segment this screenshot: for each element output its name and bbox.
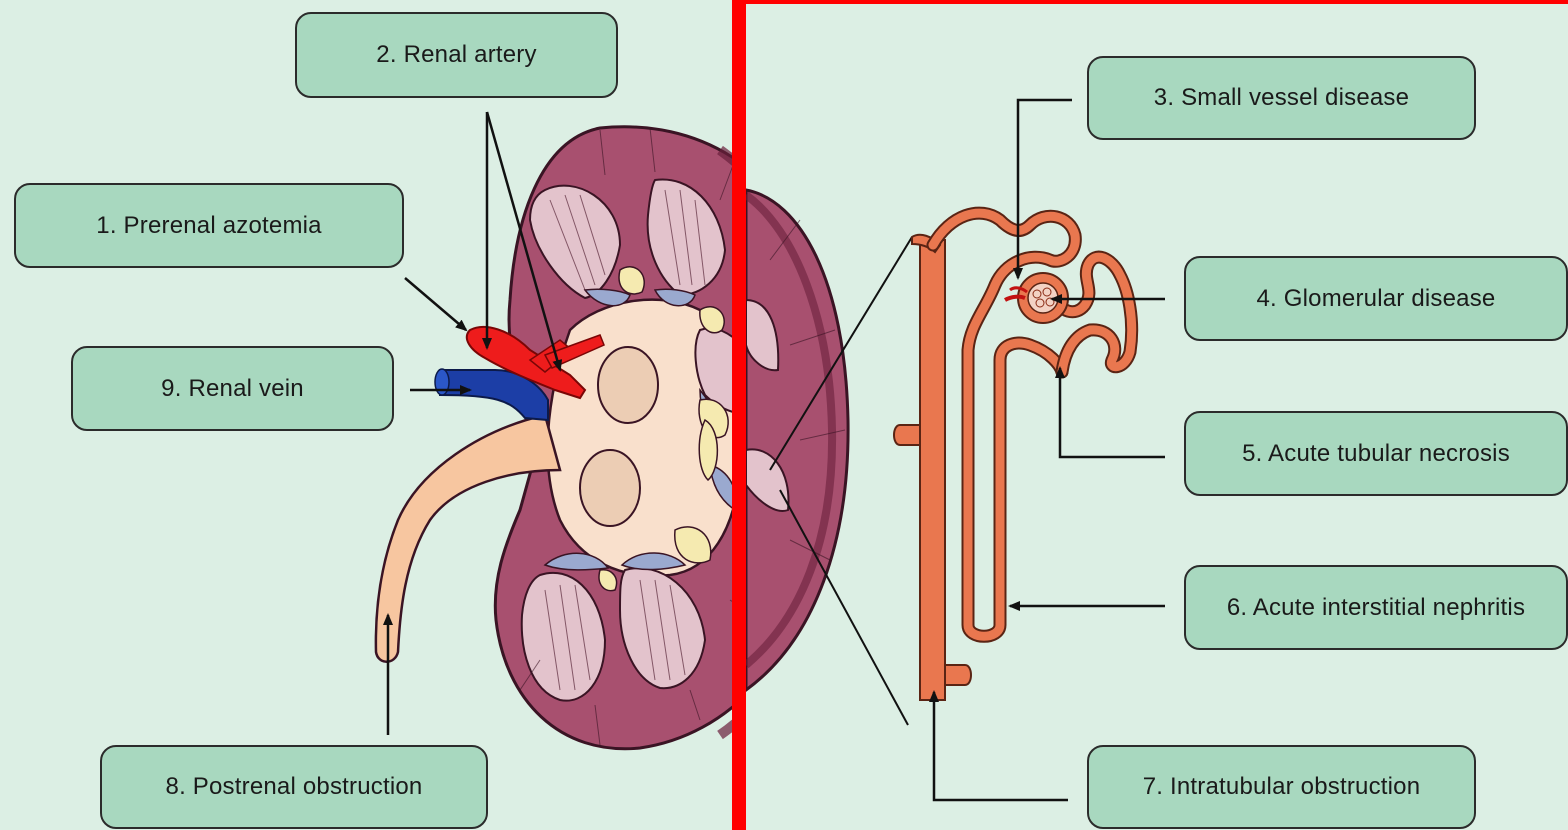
label-small-vessel-disease: 3. Small vessel disease	[1087, 56, 1476, 140]
label-acute-tubular-necrosis: 5. Acute tubular necrosis	[1184, 411, 1568, 496]
label-renal-artery: 2. Renal artery	[295, 12, 618, 98]
label-postrenal-obstruction: 8. Postrenal obstruction	[100, 745, 488, 829]
arrow-atn	[1060, 368, 1165, 457]
sinus-spot-upper	[598, 347, 658, 423]
panel-divider	[732, 0, 746, 830]
nephron	[894, 235, 971, 700]
label-renal-vein: 9. Renal vein	[71, 346, 394, 431]
label-intratubular-obstruction: 7. Intratubular obstruction	[1087, 745, 1476, 829]
arrow-intratubular	[934, 692, 1068, 800]
label-acute-interstitial-nephritis: 6. Acute interstitial nephritis	[1184, 565, 1568, 650]
right-panel-top-border	[732, 0, 1568, 4]
arrow-prerenal	[405, 278, 466, 330]
sinus-spot-lower	[580, 450, 640, 526]
label-prerenal-azotemia: 1. Prerenal azotemia	[14, 183, 404, 268]
label-glomerular-disease: 4. Glomerular disease	[1184, 256, 1568, 341]
